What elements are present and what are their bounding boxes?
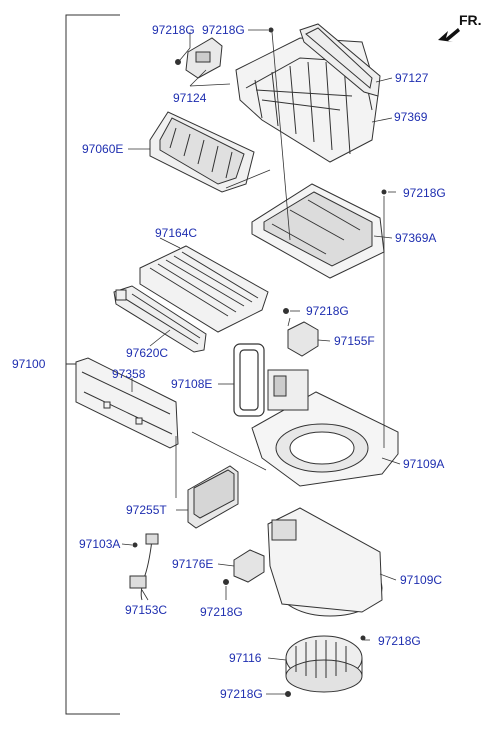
- part-label-97124[interactable]: 97124: [173, 91, 207, 105]
- sensor-97155F: [283, 308, 319, 357]
- part-label-97369A[interactable]: 97369A: [395, 231, 437, 245]
- cabin-filter-97164C: [139, 245, 269, 333]
- part-label-97358[interactable]: 97358: [112, 367, 146, 381]
- side-panel-97358: [75, 357, 179, 449]
- leader-lines: [121, 29, 401, 695]
- part-label-97153C[interactable]: 97153C: [125, 603, 168, 617]
- part-label-97218G[interactable]: 97218G: [152, 23, 195, 37]
- blower-upper-case-97109A: [251, 369, 399, 487]
- blower-lower-case-97109C: [267, 507, 383, 617]
- part-label-97100[interactable]: 97100: [12, 357, 46, 371]
- part-label-97176E[interactable]: 97176E: [172, 557, 214, 571]
- part-label-97218G[interactable]: 97218G: [306, 304, 349, 318]
- part-label-97218G[interactable]: 97218G: [202, 23, 245, 37]
- resistor-97176E: [223, 549, 265, 585]
- part-label-97109C[interactable]: 97109C: [400, 573, 443, 587]
- part-label-97218G[interactable]: 97218G: [403, 186, 446, 200]
- filter-tray-97060E: [149, 111, 255, 193]
- part-label-97620C[interactable]: 97620C: [126, 346, 169, 360]
- front-direction-label: FR.: [459, 12, 482, 28]
- seal-strip: [299, 23, 381, 97]
- screw-icons: [268, 27, 387, 641]
- frame-97369A: [251, 183, 385, 279]
- part-label-97218G[interactable]: 97218G: [200, 605, 243, 619]
- wire-harness-97153C: [129, 533, 159, 601]
- control-module-97255T: [187, 465, 239, 529]
- part-label-97127[interactable]: 97127: [395, 71, 429, 85]
- front-direction-arrow-icon: [438, 28, 460, 42]
- part-label-97109A[interactable]: 97109A: [403, 457, 445, 471]
- blower-motor-97116: [285, 635, 363, 697]
- part-label-97116[interactable]: 97116: [229, 651, 262, 665]
- actuator-97124: [175, 37, 223, 79]
- part-label-97155F[interactable]: 97155F: [334, 334, 375, 348]
- part-label-97218G[interactable]: 97218G: [378, 634, 421, 648]
- part-label-97369[interactable]: 97369: [394, 110, 428, 124]
- part-label-97060E[interactable]: 97060E: [82, 142, 124, 156]
- part-label-97255T[interactable]: 97255T: [126, 503, 167, 517]
- part-label-97164C[interactable]: 97164C: [155, 226, 198, 240]
- part-label-97108E[interactable]: 97108E: [171, 377, 213, 391]
- gasket-97108E: [233, 343, 265, 417]
- part-label-97103A[interactable]: 97103A: [79, 537, 121, 551]
- part-label-97218G[interactable]: 97218G: [220, 687, 263, 701]
- filter-cover-97620C: [113, 285, 207, 353]
